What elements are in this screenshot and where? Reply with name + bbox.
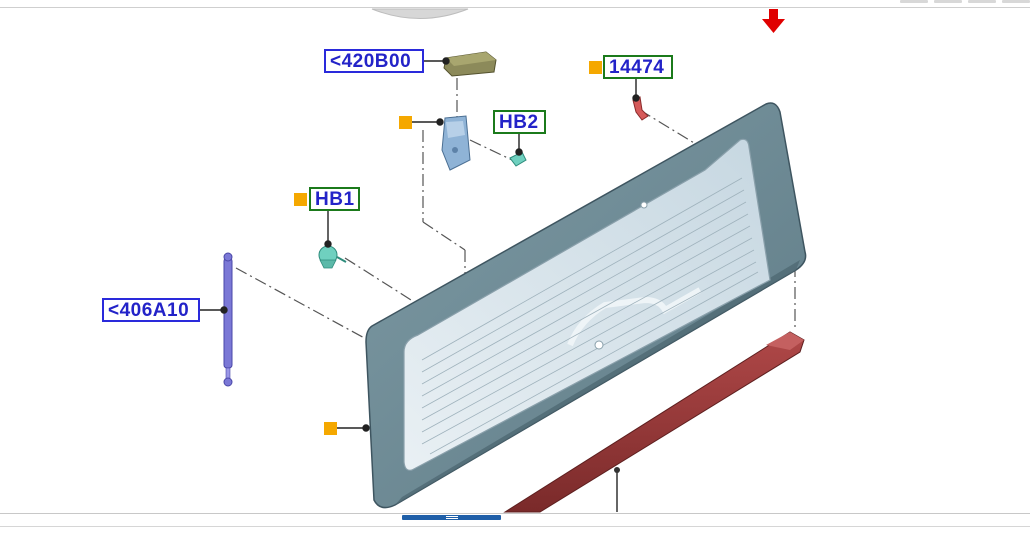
window-control[interactable] xyxy=(1002,0,1030,3)
window-control[interactable] xyxy=(900,0,928,3)
window-control[interactable] xyxy=(934,0,962,3)
bottom-divider xyxy=(0,526,1030,527)
callout-14474[interactable]: 14474 xyxy=(603,55,673,79)
glass-pane xyxy=(403,138,771,471)
bottom-scrollbar xyxy=(0,513,1030,541)
defroster-lines xyxy=(421,177,759,455)
upper-trim-piece[interactable] xyxy=(371,8,469,19)
wiper-motor-clip[interactable] xyxy=(632,96,649,121)
note-marker[interactable] xyxy=(324,422,337,435)
liftgate-hinge[interactable] xyxy=(441,115,471,171)
rear-spoiler[interactable] xyxy=(503,331,805,513)
scrollbar-thumb[interactable] xyxy=(402,515,501,520)
gas-strut[interactable] xyxy=(223,252,233,387)
note-marker[interactable] xyxy=(399,116,412,129)
orientation-arrow-icon xyxy=(762,9,785,33)
callout-hb2[interactable]: HB2 xyxy=(493,110,546,134)
rear-window-glass[interactable] xyxy=(365,102,807,509)
callout-hb1[interactable]: HB1 xyxy=(309,187,360,211)
top-divider xyxy=(0,7,1030,8)
window-controls xyxy=(900,0,1030,4)
note-marker[interactable] xyxy=(589,61,602,74)
grip-icon xyxy=(446,516,458,519)
retaining-clip-hb1[interactable] xyxy=(318,245,347,269)
window-control[interactable] xyxy=(968,0,996,3)
callout-leaders xyxy=(200,57,640,432)
callout-420b00[interactable]: <420B00 xyxy=(324,49,424,73)
note-marker[interactable] xyxy=(294,193,307,206)
callout-406a10[interactable]: <406A10 xyxy=(102,298,200,322)
electronic-module[interactable] xyxy=(443,51,497,77)
